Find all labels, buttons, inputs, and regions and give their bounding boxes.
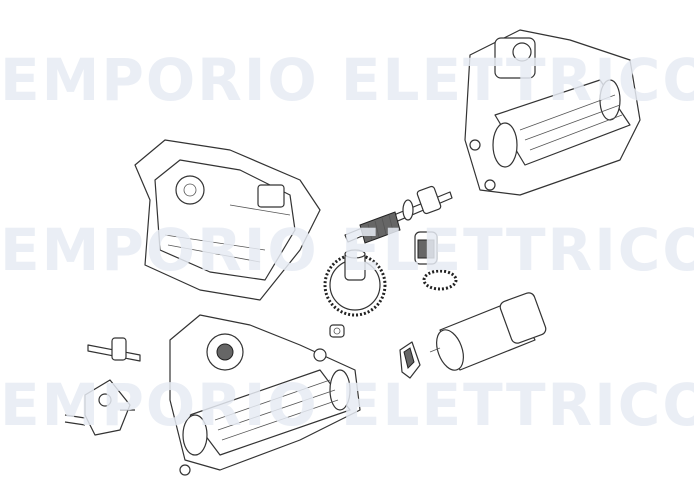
motor-bracket — [399, 341, 421, 379]
watermark-line: EMPORIO ELETTRICO — [0, 216, 694, 284]
screw — [329, 324, 345, 338]
watermark: EMPORIO ELETTRICO EMPORIO ELETTRICO EMPO… — [0, 46, 694, 439]
watermark-line: EMPORIO ELETTRICO — [0, 46, 694, 114]
electric-motor — [429, 292, 547, 371]
worm-shaft — [344, 185, 453, 244]
main-gear — [323, 249, 387, 317]
watermark-line: EMPORIO ELETTRICO — [0, 371, 694, 439]
coupling-part — [64, 379, 135, 436]
small-pin — [87, 337, 141, 362]
gearbox-cover — [134, 139, 321, 301]
gearbox-housing-top — [464, 29, 641, 196]
worm-gear — [414, 231, 458, 291]
gearbox-housing-bottom — [169, 314, 361, 476]
